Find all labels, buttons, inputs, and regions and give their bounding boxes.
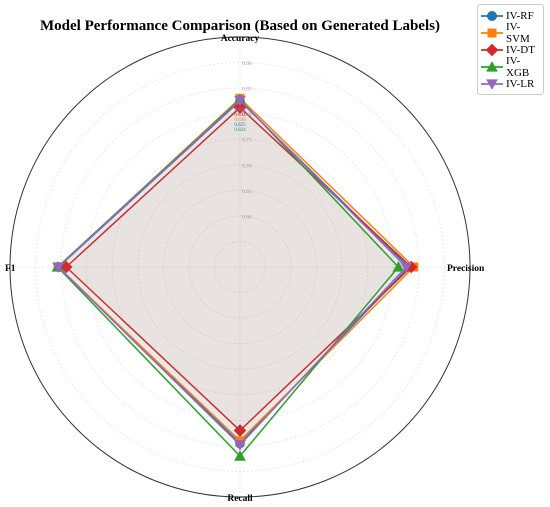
legend-label: IV-SVM: [506, 20, 530, 45]
data-label-iv-xgb: 0.824: [234, 128, 246, 133]
series-line-iv-lr: [57, 99, 407, 446]
legend-swatch: [481, 60, 503, 72]
legend-swatch-marker: [487, 28, 497, 37]
data-point-iv-dt-recall: [233, 424, 247, 437]
data-label-iv-dt: 0.832: [234, 113, 246, 118]
legend-item-iv-rf: IV-RF: [481, 7, 540, 24]
axis-label-f1: F1: [5, 264, 16, 274]
legend-swatch-marker: [486, 60, 498, 72]
radial-tick-label: 0.90: [242, 61, 252, 67]
radial-tick-label: 0.60: [242, 214, 252, 220]
series-iv-lr: [52, 95, 412, 451]
radar-series: [51, 93, 419, 461]
radial-tick-label: 0.70: [242, 163, 252, 169]
radial-tick-label: 0.80: [242, 112, 252, 118]
legend-item-iv-xgb: IV-XGB: [481, 55, 540, 79]
data-point-iv-lr-accuracy: [234, 95, 246, 107]
legend-swatch: [481, 78, 503, 90]
axis-label-recall: Recall: [227, 494, 253, 504]
grid-circle: [137, 164, 343, 370]
legend-swatch: [481, 43, 503, 56]
data-point-iv-dt-f1: [59, 260, 73, 274]
grid-circle: [188, 215, 292, 319]
legend-label: IV-DT: [506, 43, 535, 56]
legend-item-iv-lr: IV-LR: [481, 75, 540, 92]
data-point-iv-lr-precision: [400, 262, 412, 273]
data-point-iv-xgb-precision: [392, 261, 405, 272]
data-label-iv-rf: 0.825: [234, 123, 246, 128]
legend-item-iv-dt: IV-DT: [481, 41, 540, 58]
axis-label-precision: Precision: [447, 264, 485, 274]
outer-frame: [9, 36, 471, 498]
legend-item-iv-svm: IV-SVM: [481, 21, 540, 45]
radial-tick-label: 0.85: [242, 87, 252, 93]
legend-label: IV-RF: [506, 9, 534, 22]
legend-swatch: [481, 28, 503, 37]
data-point-iv-xgb-recall: [234, 450, 246, 461]
legend-swatch: [481, 10, 503, 21]
radial-tick-label: 0.65: [242, 189, 252, 195]
data-label-iv-svm: 0.830: [234, 118, 246, 123]
legend-label: IV-LR: [506, 77, 535, 90]
radar-grid: [9, 36, 471, 498]
data-point-iv-dt-precision: [404, 260, 418, 274]
data-point-iv-lr-f1: [52, 262, 64, 273]
legend-swatch-marker: [486, 78, 498, 90]
axis-label-accuracy: Accuracy: [221, 34, 260, 44]
data-label-iv-lr: 0.840: [234, 108, 246, 113]
data-point-iv-lr-recall: [234, 440, 246, 451]
legend-swatch-marker: [487, 10, 497, 21]
legend-swatch-marker: [485, 43, 499, 56]
chart-title: Model Performance Comparison (Based on G…: [40, 18, 440, 34]
legend-label: IV-XGB: [506, 54, 530, 79]
radial-tick-label: 0.75: [242, 138, 252, 144]
radar-labels: 0.60 0.65 0.70 0.75 0.80 0.85 0.90 AccuracyPrec…: [5, 34, 485, 504]
grid-circle: [111, 138, 369, 396]
